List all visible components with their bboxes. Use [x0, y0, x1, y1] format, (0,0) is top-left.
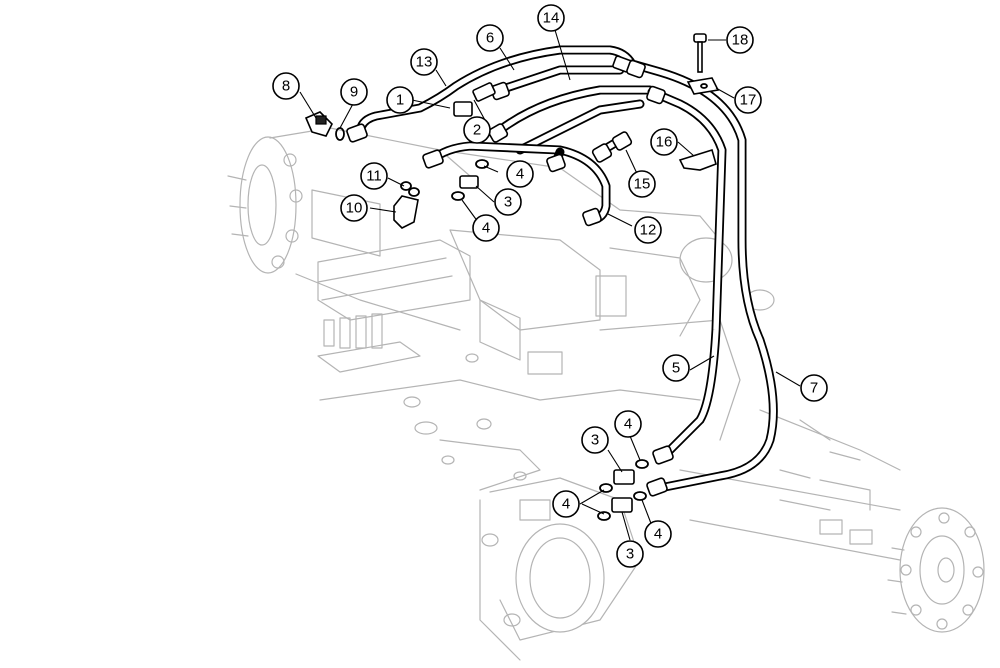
- svg-text:8: 8: [282, 78, 290, 95]
- svg-text:4: 4: [482, 220, 490, 237]
- svg-text:18: 18: [732, 32, 749, 49]
- svg-text:4: 4: [516, 166, 524, 183]
- callout-17: 17: [734, 86, 762, 114]
- svg-text:3: 3: [591, 432, 599, 449]
- svg-text:4: 4: [562, 496, 570, 513]
- transmission-housing-ghost: [227, 127, 985, 661]
- pipe-6: [495, 65, 625, 95]
- svg-text:7: 7: [810, 380, 818, 397]
- callout-5: 5: [662, 354, 690, 382]
- svg-text:1: 1: [396, 92, 404, 109]
- svg-text:4: 4: [624, 416, 632, 433]
- pipe-assemblies: [355, 45, 778, 493]
- callout-balloons: 1 2 3 3 3 4 4 4 4 4 5 6 7 8 9 10 11 12 1…: [272, 4, 828, 568]
- pipe-7: [627, 59, 778, 493]
- callout-11: 11: [360, 162, 388, 190]
- callout-15: 15: [628, 170, 656, 198]
- callout-18: 18: [726, 26, 754, 54]
- callout-16: 16: [650, 128, 678, 156]
- callout-4-e: 4: [644, 520, 672, 548]
- pipe-14: [495, 85, 655, 155]
- callout-14: 14: [537, 4, 565, 32]
- svg-text:11: 11: [366, 168, 382, 185]
- callout-2: 2: [463, 116, 491, 144]
- svg-text:10: 10: [346, 200, 363, 217]
- callout-3-bottom: 3: [616, 540, 644, 568]
- callout-3-top: 3: [494, 188, 522, 216]
- callout-12: 12: [634, 216, 662, 244]
- callout-4-d: 4: [552, 490, 580, 518]
- svg-text:16: 16: [656, 134, 673, 151]
- fittings: [304, 33, 720, 521]
- svg-text:2: 2: [473, 122, 481, 139]
- svg-text:14: 14: [543, 10, 560, 27]
- callout-7: 7: [800, 374, 828, 402]
- svg-text:12: 12: [640, 222, 657, 239]
- svg-text:13: 13: [416, 54, 433, 71]
- svg-text:9: 9: [350, 84, 358, 101]
- callout-6: 6: [476, 24, 504, 52]
- pipe-13: [355, 45, 637, 139]
- pipe-5: [647, 87, 727, 461]
- callout-4-a: 4: [506, 160, 534, 188]
- callout-9: 9: [340, 78, 368, 106]
- callout-4-b: 4: [472, 214, 500, 242]
- leader-lines: [299, 29, 801, 541]
- callout-13: 13: [410, 48, 438, 76]
- callout-1: 1: [386, 86, 414, 114]
- svg-text:5: 5: [672, 360, 680, 377]
- callout-3-mid: 3: [581, 426, 609, 454]
- svg-text:3: 3: [626, 546, 634, 563]
- callout-4-c: 4: [614, 410, 642, 438]
- svg-text:17: 17: [740, 92, 757, 109]
- svg-text:4: 4: [654, 526, 662, 543]
- callout-10: 10: [340, 194, 368, 222]
- svg-text:15: 15: [634, 176, 651, 193]
- callout-8: 8: [272, 72, 300, 100]
- svg-text:6: 6: [486, 30, 494, 47]
- svg-text:3: 3: [504, 194, 512, 211]
